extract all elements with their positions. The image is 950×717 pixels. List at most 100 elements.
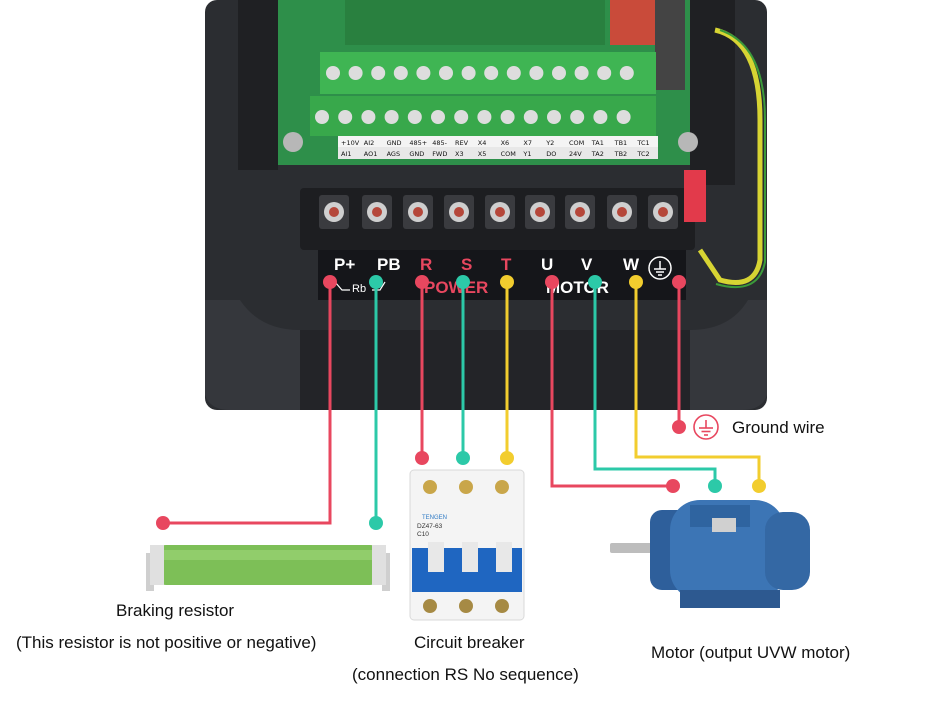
control-terminal-label: +10V [341,139,360,147]
power-screw-head [617,207,627,217]
control-screw [326,66,340,80]
control-terminal-label: TB2 [614,150,628,158]
control-screw [361,110,376,124]
control-screw [597,66,612,80]
control-screw [384,110,399,124]
ground-wire-label: Ground wire [732,418,825,437]
control-terminal-label: X6 [501,139,510,147]
power-terminal-letters: P+ PB R S T U V W [334,255,640,274]
control-terminal-label: TC1 [636,139,649,147]
control-terminal-label: X3 [455,150,464,158]
control-terminal-label: Y2 [545,139,554,147]
power-screw-head [535,207,545,217]
control-screw [506,66,521,80]
rb-label: Rb [352,283,366,295]
control-terminal-label: COM [569,139,584,147]
power-terminal-letter: W [623,255,640,274]
control-screw [407,110,422,124]
control-terminal-label: 24V [569,150,582,158]
power-screw-head [575,207,585,217]
power-terminal-letter: S [461,255,472,274]
breaker-model: DZ47-63 [417,523,443,530]
control-terminal-label: AI1 [341,150,352,158]
wires [163,282,761,525]
control-screw [547,110,561,124]
control-screw [338,110,353,124]
breaker-brand: TENGEN [422,515,447,521]
power-screw-head [454,207,464,217]
power-screw-head [329,207,339,217]
control-terminal-label: TC2 [636,150,649,158]
control-terminal-label: GND [387,139,402,147]
control-terminal-label: REV [455,139,469,147]
control-screw [454,110,469,124]
power-screw-head [495,207,505,217]
control-screw [616,110,631,124]
wire-u [550,282,673,488]
control-screw [371,66,386,80]
power-terminal-letter: U [541,255,553,274]
control-screw [570,110,585,124]
control-screw [393,66,408,80]
control-terminal-label: X5 [478,150,487,158]
braking-resistor-label: Braking resistor [116,601,235,620]
control-screw [500,110,515,124]
control-screw [431,110,445,124]
control-terminal-label: TA1 [591,139,604,147]
terminal-dots [156,275,766,530]
wire-v [593,282,717,486]
power-terminal-letter: PB [377,255,401,274]
control-terminal-block [310,52,656,136]
control-terminal-label: TA2 [591,150,604,158]
circuit-breaker: TENGEN DZ47-63 C10 [409,469,525,621]
control-terminal-label: GND [409,150,424,158]
wire-p-plus [163,282,332,525]
control-screw [315,110,329,124]
braking-resistor-note: (This resistor is not positive or negati… [16,633,317,652]
ground-cable [684,27,766,289]
control-terminal-label: Y1 [522,150,531,158]
control-terminal-label: X7 [523,139,532,147]
ground-symbol-icon [648,256,672,280]
power-screw-head [372,207,382,217]
control-screw [574,66,589,80]
circuit-breaker-note: (connection RS No sequence) [352,665,579,684]
circuit-breaker-label: Circuit breaker [414,633,525,652]
power-terminal-strip [300,188,695,300]
control-terminal-label: X4 [478,139,487,147]
motor [610,500,810,608]
control-terminal-label: FWD [432,150,447,158]
control-screw [484,66,499,80]
control-screw [439,66,453,80]
motor-label: Motor (output UVW motor) [651,643,851,662]
control-terminal-label: 485+ [409,139,427,147]
power-terminal-letter: R [420,255,432,274]
power-group-label: POWER [424,278,488,297]
ground-wire-icon [693,414,719,440]
control-screw [348,66,363,80]
control-screw [552,66,566,80]
control-terminal-label: AGS [387,150,401,158]
power-screw-head [413,207,423,217]
control-terminal-label: 485- [432,139,447,147]
power-terminal-letter: T [501,255,512,274]
control-screw [529,66,544,80]
control-screw [461,66,476,80]
control-screw [593,110,608,124]
control-terminal-label: AO1 [364,150,378,158]
control-screw [477,110,492,124]
control-terminal-label: DO [546,150,556,158]
power-terminal-letter: V [581,255,593,274]
control-screw [619,66,634,80]
wire-w [634,282,761,486]
control-terminal-label: AI2 [364,139,375,147]
control-screw [416,66,431,80]
control-terminal-label: TB1 [614,139,628,147]
power-screw-head [658,207,668,217]
control-screw [523,110,538,124]
power-terminal-letter: P+ [334,255,355,274]
breaker-rating: C10 [417,531,429,538]
braking-resistor [146,545,390,591]
